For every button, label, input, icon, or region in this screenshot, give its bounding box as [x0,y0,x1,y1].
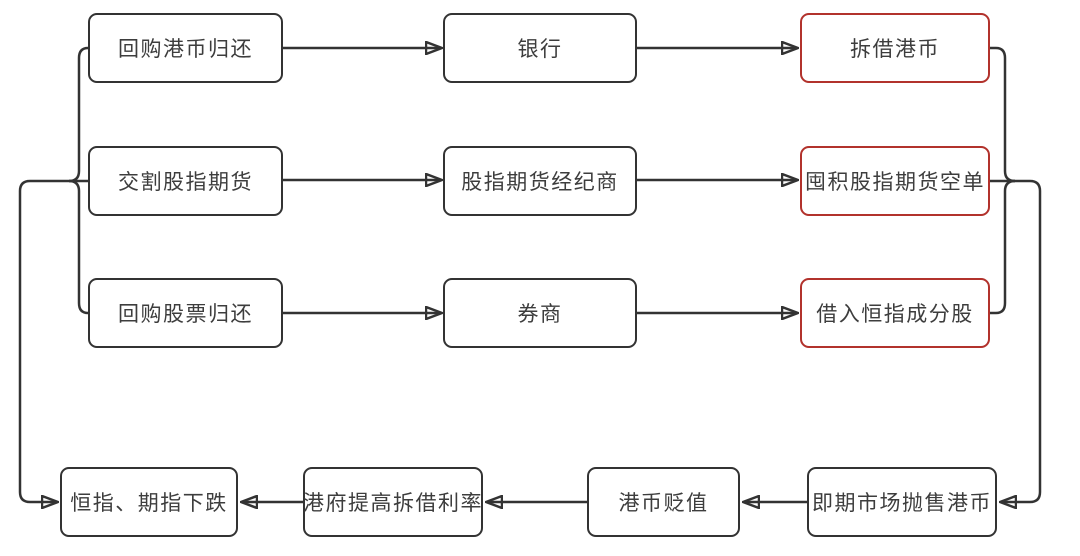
edge-right-branch-row1 [990,46,1016,183]
edge-left-branch-row3 [68,179,89,315]
node-hsi-futures-fall: 恒指、期指下跌 [60,467,238,537]
node-securities-firm: 券商 [443,278,637,348]
node-borrow-hkd: 拆借港币 [800,13,990,83]
node-hoard-short-futures: 囤积股指期货空单 [800,146,990,216]
edge-right-rail-to-spot-sell [990,179,1042,502]
edge-left-branch-row1 [68,46,89,183]
node-hkd-depreciates: 港币贬值 [587,467,740,537]
node-deliver-futures: 交割股指期货 [88,146,283,216]
edge-right-branch-row3 [990,179,1016,315]
edge-left-rail-to-hsi-fall [18,179,88,502]
node-buyback-stocks: 回购股票归还 [88,278,283,348]
node-bank: 银行 [443,13,637,83]
node-repay-hkd: 回购港币归还 [88,13,283,83]
node-futures-broker: 股指期货经纪商 [443,146,637,216]
node-govt-rate-hike: 港府提高拆借利率 [303,467,483,537]
node-spot-sell-hkd: 即期市场抛售港币 [807,467,997,537]
node-borrow-hsi-stocks: 借入恒指成分股 [800,278,990,348]
